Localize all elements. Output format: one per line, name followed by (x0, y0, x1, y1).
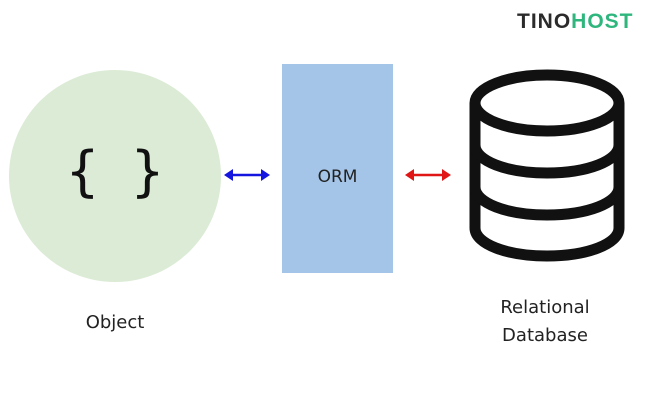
object-orm-arrow (224, 169, 270, 181)
database-label-line2: Database (502, 325, 588, 346)
database-label-line1: Relational (500, 297, 590, 318)
database-icon (469, 69, 625, 262)
orm-node (282, 64, 393, 273)
braces-icon: { } (66, 140, 164, 203)
tinohost-logo: TINOHOST (517, 10, 634, 34)
object-node (9, 70, 221, 282)
object-label: Object (85, 312, 145, 333)
logo-text-tino: TINO (517, 10, 572, 33)
logo-text-host: HOST (571, 10, 634, 33)
orm-label: ORM (317, 167, 358, 187)
orm-database-arrow (405, 169, 451, 181)
